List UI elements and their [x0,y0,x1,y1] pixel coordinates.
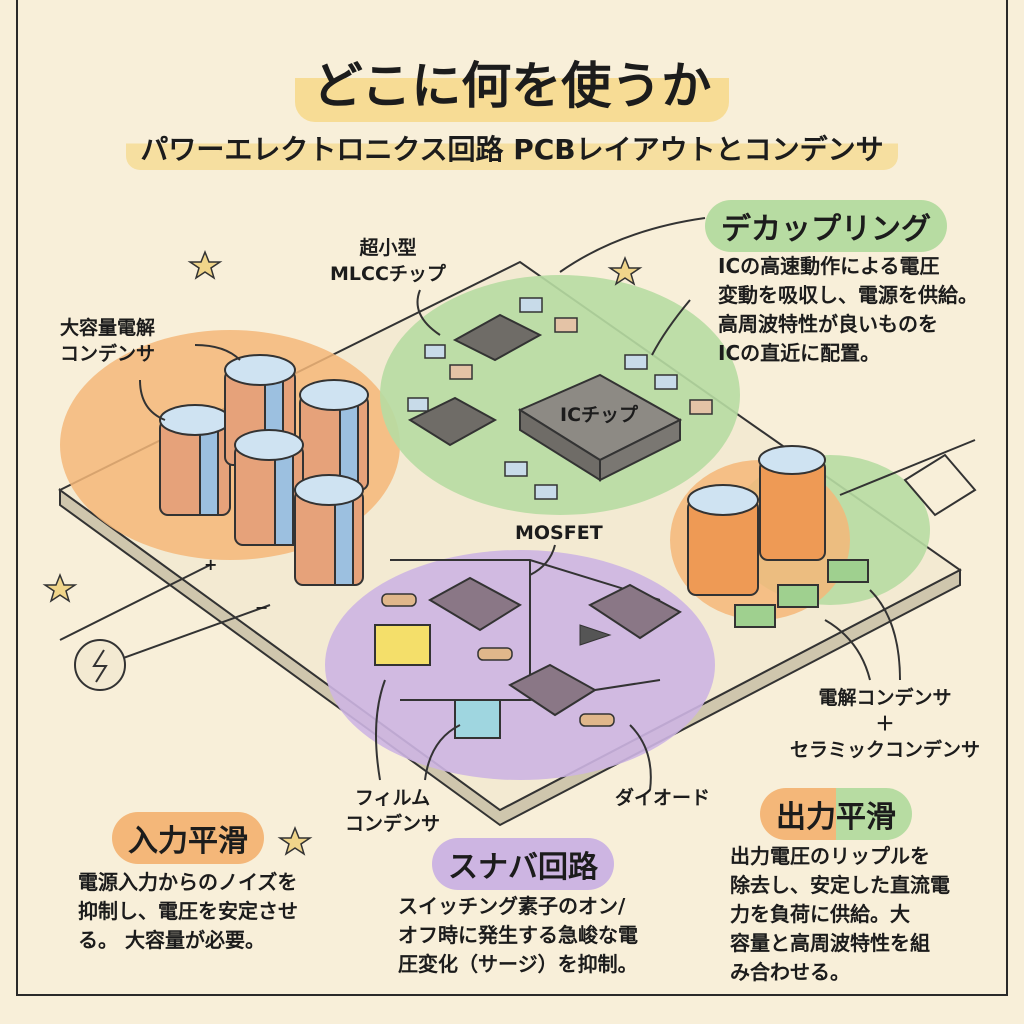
combo-capacitor-label: 電解コンデンサ ＋ セラミックコンデンサ [790,687,981,761]
output-capacitors [687,445,869,628]
mosfets [427,576,682,717]
film-capacitor-label: フィルム コンデンサ [345,787,441,835]
page-title: どこに何を使うか [0,42,1024,122]
small-ic [407,313,543,447]
film-capacitor-blue [454,699,501,739]
mlcc-label: 超小型 MLCCチップ [330,237,446,285]
plus-terminal-label: + [204,555,218,574]
large-electrolytic-label: 大容量電解 コンデンサ [60,317,156,365]
film-capacitor [374,624,431,666]
decoupling-description: ICの高速動作による電圧 変動を吸収し、電源を供給。 高周波特性が良いものを I… [718,254,978,365]
mlcc-chips [407,297,713,500]
mosfet-label: MOSFET [515,522,603,544]
input-smoothing-title: 入力平滑 [112,812,264,864]
star-icons [42,249,643,856]
input-smoothing-description: 電源入力からのノイズを 抑制し、電圧を安定させ る。 大容量が必要。 [78,870,298,952]
snubber-description: スイッチング素子のオン/ オフ時に発生する急峻な電 圧変化（サージ）を抑制。 [398,894,638,976]
minus-terminal-label: − [255,598,269,617]
page-subtitle: パワーエレクトロニクス回路 PCBレイアウトとコンデンサ [0,126,1024,170]
connector-pad [903,453,977,517]
snubber-title: スナバ回路 [432,838,614,890]
page-frame [16,0,1008,996]
pointer-arrows [139,217,901,791]
output-smoothing-title: 出力平滑 [760,788,912,840]
diode [579,624,612,646]
diode-label: ダイオード [615,787,711,809]
resistors [381,593,615,727]
large-electrolytic-capacitors [159,354,369,586]
decoupling-title: デカップリング [705,200,947,252]
output-smoothing-description: 出力電圧のリップルを 除去し、安定した直流電 力を負荷に供給。大 容量と高周波特… [730,844,950,984]
ic-chip [517,373,683,482]
ic-chip-label: ICチップ [560,404,639,426]
